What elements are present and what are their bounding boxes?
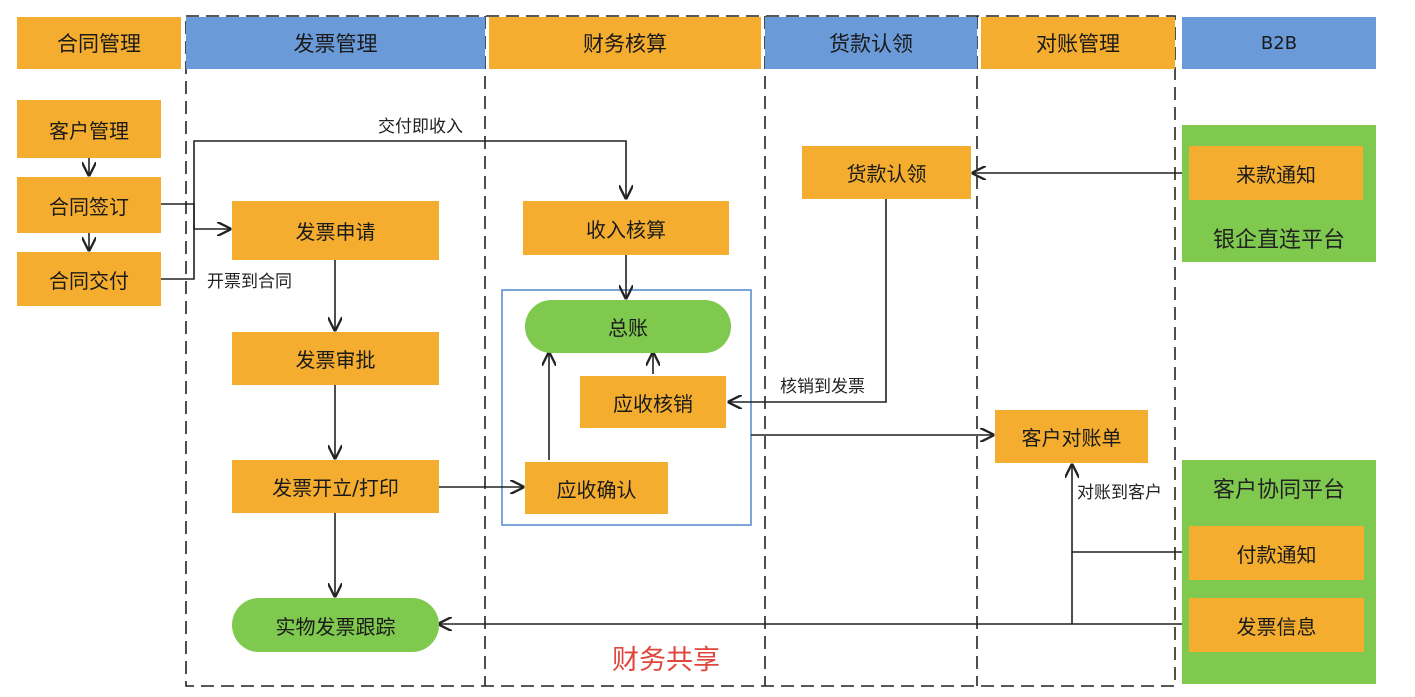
header-payment-claim: 货款认领 (765, 17, 977, 69)
node-receivable-writeoff: 应收核销 (580, 376, 726, 428)
header-contract-management: 合同管理 (17, 17, 181, 69)
label-shared-finance: 财务共享 (612, 645, 720, 676)
node-contract-delivery: 合同交付 (17, 252, 161, 306)
node-customer-management: 客户管理 (17, 100, 161, 158)
arrow-sign-apply (161, 203, 230, 229)
node-incoming-payment-notice: 来款通知 (1189, 146, 1363, 200)
header-reconciliation: 对账管理 (981, 17, 1175, 69)
label-writeoff-to-invoice: 核销到发票 (780, 377, 865, 397)
node-general-ledger: 总账 (525, 300, 731, 353)
node-payment-notice: 付款通知 (1189, 526, 1364, 580)
node-invoice-approval: 发票审批 (232, 332, 439, 385)
node-physical-invoice-tracking: 实物发票跟踪 (232, 598, 439, 652)
label-invoice-to-contract: 开票到合同 (207, 272, 292, 292)
panel-customer-collaboration-title: 客户协同平台 (1212, 478, 1345, 503)
node-customer-statement: 客户对账单 (995, 410, 1148, 463)
header-financial-accounting: 财务核算 (489, 17, 761, 69)
node-contract-signing: 合同签订 (17, 177, 161, 233)
label-reconcile-to-customer: 对账到客户 (1077, 483, 1162, 503)
dashed-frame (185, 15, 1176, 687)
arrow-claim-writeoff (729, 199, 887, 402)
label-delivery-is-revenue: 交付即收入 (378, 117, 463, 137)
node-invoice-issue-print: 发票开立/打印 (232, 460, 439, 513)
header-invoice-management: 发票管理 (186, 17, 485, 69)
header-b2b: B2B (1182, 17, 1376, 69)
panel-bank-direct-platform-title: 银企直连平台 (1212, 228, 1345, 253)
node-receivable-confirmation: 应收确认 (525, 462, 668, 514)
node-invoice-information: 发票信息 (1189, 598, 1364, 652)
node-revenue-accounting: 收入核算 (523, 201, 729, 255)
node-invoice-application: 发票申请 (232, 201, 439, 260)
node-payment-claim: 货款认领 (802, 146, 971, 199)
arrow-deliver-revenue (161, 140, 626, 280)
